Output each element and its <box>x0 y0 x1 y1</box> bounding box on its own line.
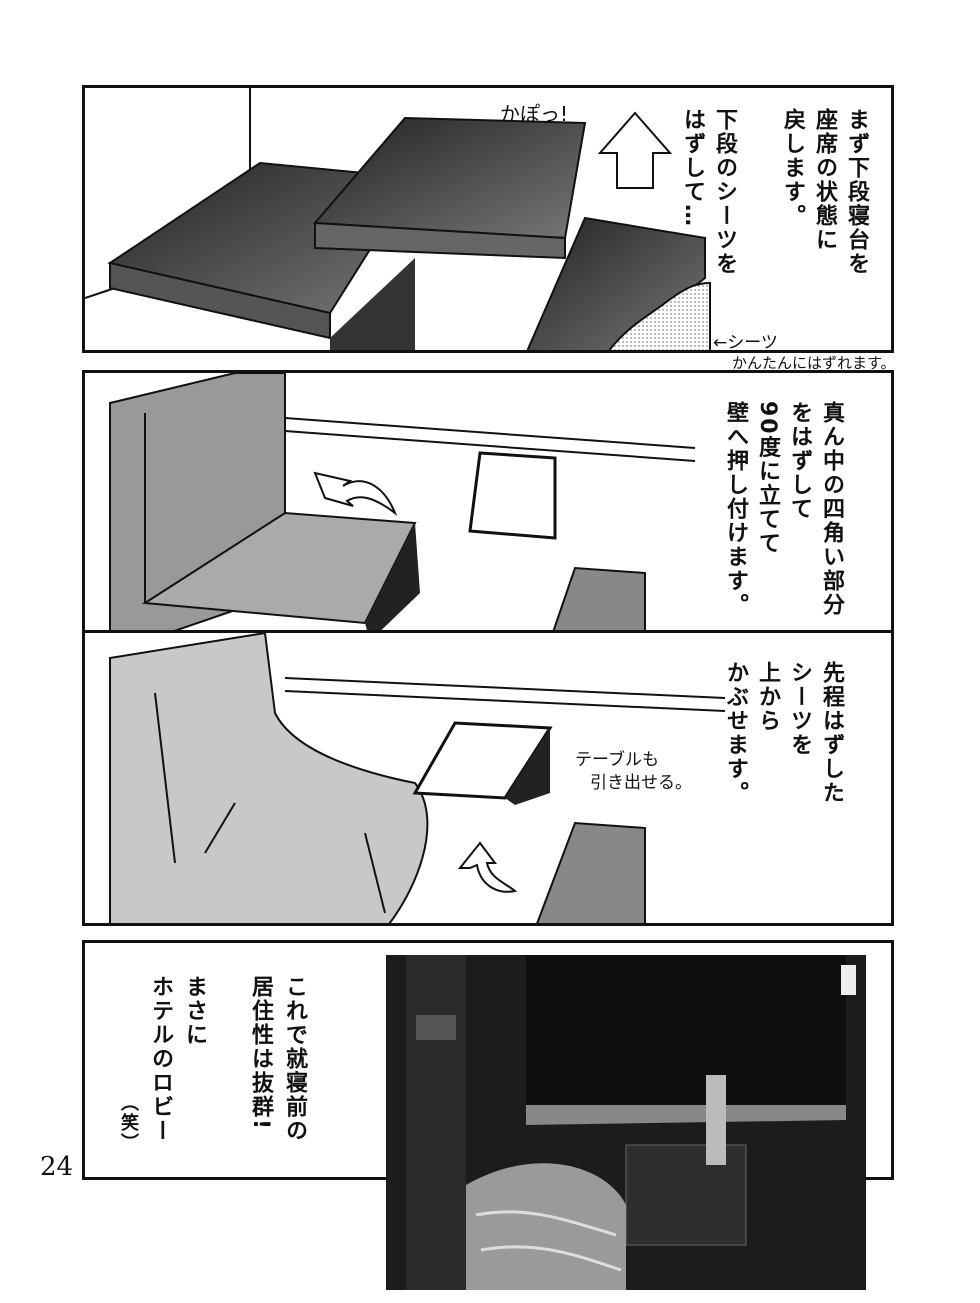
panel-3: テーブルも 引き出せる。 先程はずした シーツを 上から かぶせます。 <box>82 630 894 926</box>
narration-line: はずして… <box>680 108 705 228</box>
table-note: テーブルも <box>575 750 659 770</box>
narration-line: 上から <box>755 661 780 733</box>
compartment-photo <box>386 955 866 1290</box>
narration-line: （笑） <box>118 1093 139 1153</box>
narration-line: 90度に立てて <box>755 401 780 556</box>
narration-line: 座席の状態に <box>812 108 837 252</box>
narration-line: 壁へ押し付けます。 <box>723 401 748 617</box>
narration-line: 先程はずした <box>819 661 844 805</box>
sheet <box>608 281 711 350</box>
table-note: 引き出せる。 <box>590 773 692 793</box>
narration-line: 下段のシーツを <box>712 108 737 276</box>
seat-right <box>550 566 646 635</box>
up-arrow-icon <box>597 111 673 189</box>
panel-1-illustration <box>85 88 711 350</box>
sfx-kapo: かぽっ! <box>500 102 569 126</box>
narration-line: 居住性は抜群! <box>248 975 273 1132</box>
sheet-caption: かんたんにはずれます。 <box>732 354 896 372</box>
seat-cushion-right <box>526 216 706 350</box>
narration-line: かぶせます。 <box>723 661 748 805</box>
curved-arrow-icon <box>457 841 518 893</box>
narration-line: まず下段寝台を <box>844 108 869 276</box>
narration-line: シーツを <box>787 661 812 757</box>
sheet-covered-seat <box>109 633 429 923</box>
narration-line: まさに <box>182 975 207 1047</box>
panel-2-illustration <box>109 373 696 635</box>
curved-arrow-icon <box>313 471 398 516</box>
narration-line: 真ん中の四角い部分 <box>819 401 844 617</box>
narration-line: これで就寝前の <box>282 975 307 1143</box>
panel-3-illustration <box>109 633 726 923</box>
upright-cushion <box>468 451 557 540</box>
narration-line: ホテルのロビー <box>148 975 173 1143</box>
seat-right <box>536 821 646 923</box>
narration-line: 戻します。 <box>780 108 805 228</box>
seat-cushion-lifted <box>312 116 587 240</box>
narration-line: をはずして <box>787 401 812 521</box>
sheet-label: ←シーツ <box>713 333 778 353</box>
photo-image <box>386 955 866 1290</box>
page-number: 24 <box>40 1152 74 1182</box>
panel-2: 真ん中の四角い部分 をはずして 90度に立てて 壁へ押し付けます。 <box>82 370 894 638</box>
panel-1: かぽっ! まず下段寝台を 座席の状態に 戻します。 下段のシーツを はずして… … <box>82 85 894 353</box>
